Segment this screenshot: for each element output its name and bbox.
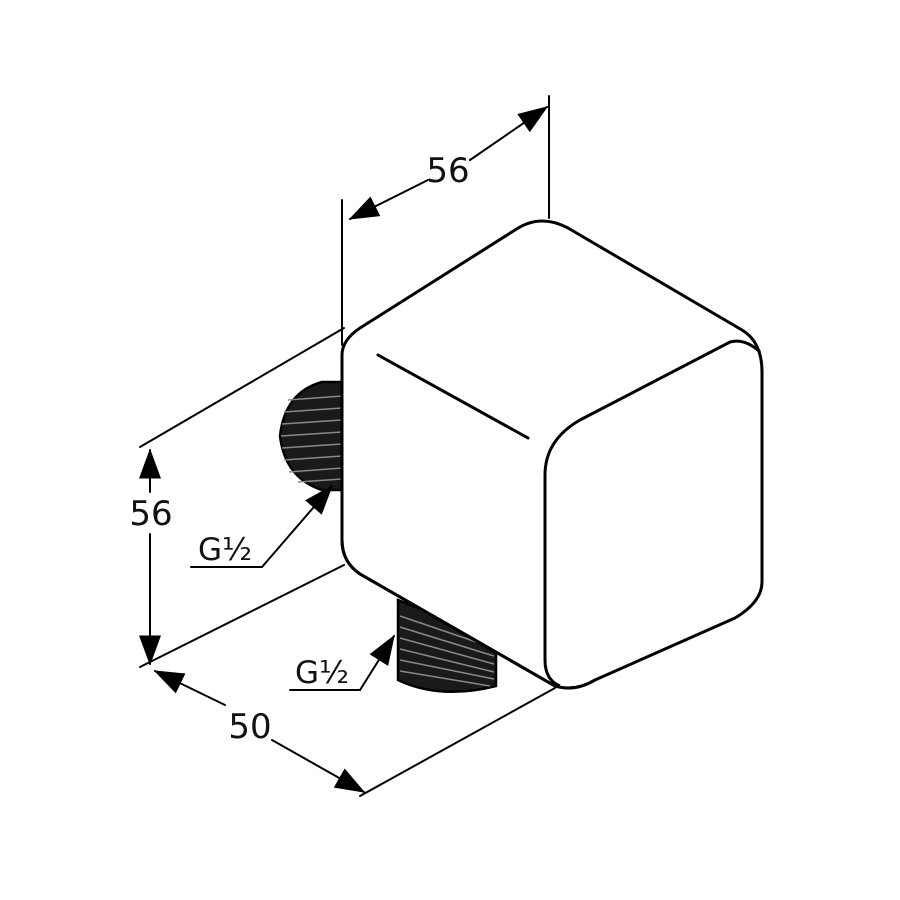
- width-dimension-label: 56: [426, 151, 469, 191]
- dimension-depth: 50: [153, 670, 366, 793]
- depth-dimension-label: 50: [228, 707, 271, 747]
- callout-bottom-outlet: G½: [289, 634, 395, 691]
- bottom-outlet-thread: [396, 598, 498, 693]
- side-outlet-thread: [278, 380, 344, 492]
- dimension-width: 56: [348, 106, 549, 220]
- extension-lines: [139, 95, 556, 797]
- side-outlet-thread-label: G½: [198, 532, 252, 568]
- callout-side-outlet: G½: [190, 484, 333, 568]
- height-dimension-label: 56: [129, 494, 172, 534]
- wall-outlet-body: [340, 219, 764, 690]
- dimension-height: 56: [129, 448, 173, 666]
- bottom-outlet-thread-label: G½: [295, 655, 349, 691]
